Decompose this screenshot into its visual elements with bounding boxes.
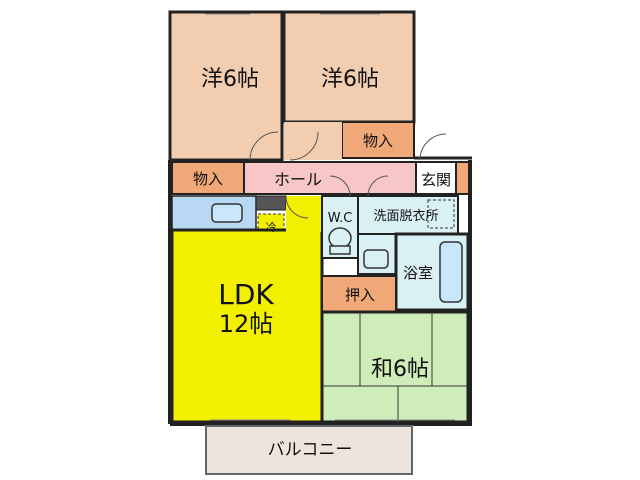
label-western-left: 洋6帖 xyxy=(201,67,259,92)
western-room-right xyxy=(282,10,416,124)
toilet-tank xyxy=(329,245,351,255)
hall-area xyxy=(243,161,417,195)
label-ldk-2: 12帖 xyxy=(219,310,274,338)
door-swing xyxy=(419,133,447,161)
label-closet-upper: 物入 xyxy=(363,132,393,150)
label-closet-left: 物入 xyxy=(193,170,223,188)
label-toilet: W.C xyxy=(328,211,353,226)
entrance-step xyxy=(455,161,471,195)
washer-space xyxy=(427,199,455,229)
label-fridge: 冷 xyxy=(266,221,277,234)
door-swing xyxy=(249,131,279,161)
door-swing xyxy=(367,175,389,197)
western-room-left xyxy=(168,10,284,162)
label-bathroom: 浴室 xyxy=(403,264,433,282)
bathtub xyxy=(439,241,463,303)
door-swing xyxy=(329,175,351,197)
label-hall: ホール xyxy=(274,170,322,189)
entrance-area xyxy=(415,161,457,195)
western-room-right-ext xyxy=(284,122,342,160)
closet-upper xyxy=(341,121,415,159)
washbasin xyxy=(363,249,389,269)
sink xyxy=(211,203,243,223)
label-washroom: 洗面脱衣所 xyxy=(373,208,438,224)
label-entrance: 玄関 xyxy=(421,171,451,189)
label-oshiire: 押入 xyxy=(345,286,375,304)
oshiire-area xyxy=(321,275,397,313)
label-ldk-1: LDK xyxy=(218,278,274,311)
stove-block xyxy=(255,195,287,211)
door-swing xyxy=(285,195,309,219)
label-japanese: 和6帖 xyxy=(371,357,429,382)
label-balcony: バルコニー xyxy=(268,440,353,460)
label-western-right: 洋6帖 xyxy=(321,67,379,92)
ldk-upper-fill xyxy=(286,196,322,232)
door-swing xyxy=(289,131,319,161)
japanese-room xyxy=(320,310,470,424)
toilet-bowl xyxy=(328,227,352,249)
balcony-area xyxy=(205,425,413,475)
